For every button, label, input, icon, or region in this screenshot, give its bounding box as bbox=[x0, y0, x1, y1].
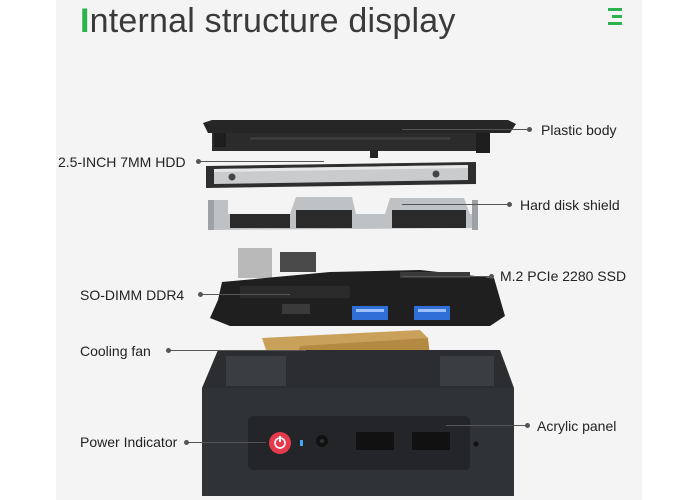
power-label: Power Indicator bbox=[80, 434, 178, 450]
hdd-part bbox=[206, 162, 476, 188]
fan-leader bbox=[166, 348, 306, 353]
plastic-body-leader bbox=[402, 127, 532, 132]
shield-leader bbox=[402, 202, 512, 207]
motherboard-part bbox=[210, 248, 505, 326]
power-leader bbox=[184, 440, 266, 445]
ssd-label: M.2 PCIe 2280 SSD bbox=[500, 268, 627, 284]
plastic-body-part bbox=[203, 120, 516, 158]
fan-label: Cooling fan bbox=[80, 343, 151, 359]
ssd-leader bbox=[402, 274, 494, 279]
hdd-leader bbox=[196, 159, 324, 164]
acrylic-label: Acrylic panel bbox=[537, 418, 617, 434]
title-first-letter: I bbox=[80, 2, 90, 40]
hdd-label: 2.5-INCH 7MM HDD bbox=[58, 154, 186, 170]
menu-icon[interactable] bbox=[604, 6, 626, 26]
shield-label: Hard disk shield bbox=[520, 197, 620, 213]
plastic-body-label: Plastic body bbox=[541, 122, 617, 138]
hard-disk-shield-part bbox=[208, 197, 478, 230]
title-rest: nternal structure display bbox=[89, 2, 456, 40]
chassis-part bbox=[202, 350, 514, 496]
ram-leader bbox=[198, 292, 290, 297]
ram-label: SO-DIMM DDR4 bbox=[80, 287, 185, 303]
acrylic-leader bbox=[446, 423, 530, 428]
page-title: Internal structure display bbox=[80, 2, 456, 41]
